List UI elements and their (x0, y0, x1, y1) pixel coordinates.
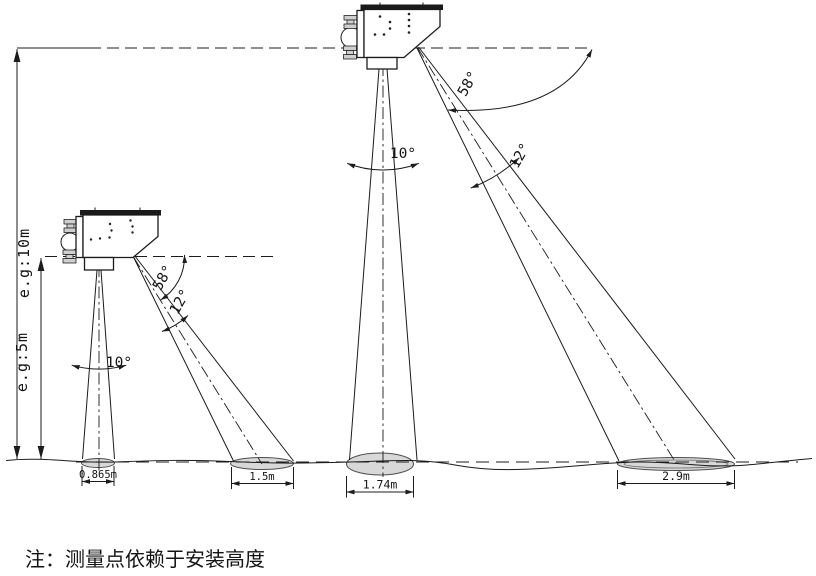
right-tilt-angle-arc (447, 49, 593, 113)
right-main-beam-edge (349, 68, 380, 461)
right-height-dimension-label: e.g:10m (15, 228, 33, 298)
right-side-beam-centerline (417, 47, 677, 464)
right-angle-annotations: 58° 12° 10° (347, 49, 593, 189)
right-main-beam-angle-arc (347, 162, 419, 171)
right-mounting-plate (356, 9, 365, 59)
right-housing-holes (373, 12, 411, 36)
left-angle-annotations: 58° 12° 10° (71, 254, 194, 371)
right-side-beam-edge (418, 46, 736, 460)
spot-dimensions: 0.865m 1.5m 1.74m 2.9m (79, 466, 735, 498)
left-top-plate-screws (94, 207, 141, 211)
left-sensor-housing (82, 214, 159, 259)
left-beam-width-angle-arc (161, 315, 189, 332)
left-mounting-plate (75, 215, 84, 259)
right-side-spot-dimension: 2.9m (662, 469, 690, 483)
right-sensor (340, 2, 443, 70)
right-main-spot-ellipse (346, 452, 414, 476)
right-side-beam-edge (416, 47, 620, 462)
left-side-beam-centerline (133, 256, 263, 465)
right-side-spot-inner-outline (623, 459, 729, 469)
right-top-plate-screws (379, 2, 424, 5)
right-transducer-neck (366, 56, 398, 70)
right-main-beam-angle-label: 10° (390, 146, 416, 162)
left-main-beam-angle-label: 10° (106, 355, 132, 371)
ground-surface-line (5, 458, 813, 471)
left-sensor (60, 207, 161, 271)
right-sensor-top-plate (360, 4, 443, 10)
left-main-spot-dimension: 0.865m (79, 469, 117, 481)
right-sensor-beams (349, 46, 736, 477)
left-clamp-bolts (62, 219, 78, 264)
left-side-spot-dimension: 1.5m (249, 471, 274, 483)
left-main-beam-edge (100, 269, 115, 460)
left-tilt-angle-arc (160, 254, 188, 301)
left-height-dimension-label: e.g:5m (13, 332, 31, 392)
left-transducer-neck (83, 256, 115, 271)
note-text: 注：测量点依赖于安装高度 (25, 548, 265, 571)
left-sensor-top-plate (80, 210, 161, 216)
right-side-beam-width-label: 12° (507, 141, 534, 172)
left-main-beam-angle-arc (71, 364, 127, 370)
left-housing-holes (89, 219, 134, 241)
left-side-beam-edge (133, 256, 234, 462)
left-main-beam-edge (82, 269, 98, 460)
right-beam-width-angle-arc (470, 157, 520, 189)
left-main-spot-ellipse (81, 458, 115, 468)
measurement-spots (81, 452, 735, 476)
right-side-beam-tilt-label: 58° (455, 69, 482, 100)
right-main-beam-edge (386, 68, 418, 461)
right-main-spot-dimension: 1.74m (363, 478, 398, 492)
